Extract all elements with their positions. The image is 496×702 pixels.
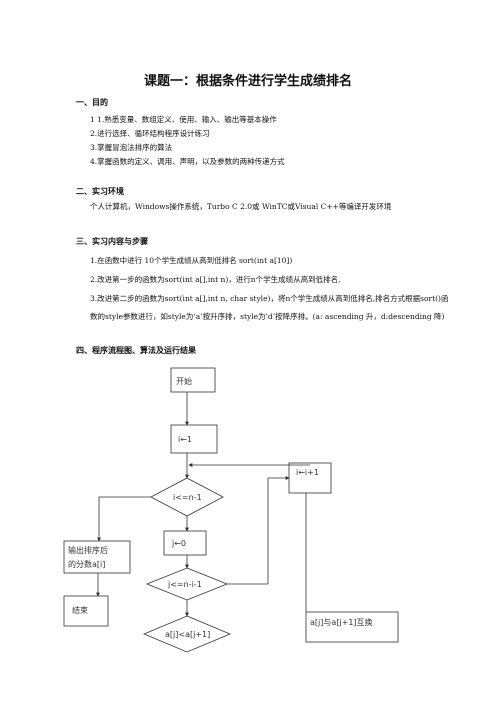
content-item-2: 2.改进第一步的函数为sort(int a[],int n)，进行n个学生成绩从…: [90, 275, 341, 284]
flow-init-i-box: [170, 424, 218, 454]
section-heading-purpose: 一、目的: [76, 98, 108, 107]
flow-output-box: [63, 540, 131, 574]
flow-swap-box: [305, 611, 399, 643]
flow-start-label: 开始: [176, 376, 192, 386]
content-item-1: 1.在函数中进行 10个学生成绩从高到低排名 sort(int a[10]): [90, 256, 293, 265]
flow-cond-compare-diamond: [142, 615, 232, 653]
flow-start-box: [170, 367, 216, 393]
content-item-3: 3.改进第二步的函数为sort(int a[],int n, char styl…: [90, 294, 449, 321]
flow-end-label: 结束: [72, 605, 88, 615]
purpose-item-3: 3.掌握冒泡法排序的算法: [90, 143, 173, 152]
purpose-item-1: 1 1.熟悉变量、数组定义、使用、输入、输出等基本操作: [90, 115, 277, 124]
purpose-item-4: 4.掌握函数的定义、调用、声明，以及参数的两种传递方式: [90, 157, 285, 166]
flow-init-i-label: i←1: [178, 435, 192, 444]
flow-init-j-label: j←0: [171, 539, 186, 548]
flow-cond-compare-label: a[j]<a[j+1]: [165, 630, 210, 639]
flow-init-j-box: [163, 530, 207, 556]
flow-cond-j-label: j<=n-i-1: [167, 580, 202, 589]
section-heading-flowchart: 四、程序流程图、算法及运行结果: [76, 346, 196, 355]
flow-output-label-2: 的分数a[i]: [68, 559, 105, 569]
page-title: 课题一：根据条件进行学生成绩排名: [143, 74, 352, 89]
environment-text: 个人计算机，Windows操作系统，Turbo C 2.0或 WinTC或Vis…: [90, 202, 392, 211]
section-heading-environment: 二、实习环境: [76, 187, 124, 196]
purpose-item-2: 2.进行选择、循环结构程序设计练习: [90, 129, 210, 138]
flow-end-box: [63, 595, 109, 627]
flow-cond-i-label: i<=n-1: [173, 493, 202, 502]
flow-inc-i-label: i←i+1: [296, 468, 319, 477]
flow-swap-label: a[j]与a[j+1]互换: [310, 617, 373, 627]
section-heading-content: 三、实习内容与步骤: [76, 237, 148, 246]
flow-output-label-1: 输出排序后: [68, 545, 108, 555]
